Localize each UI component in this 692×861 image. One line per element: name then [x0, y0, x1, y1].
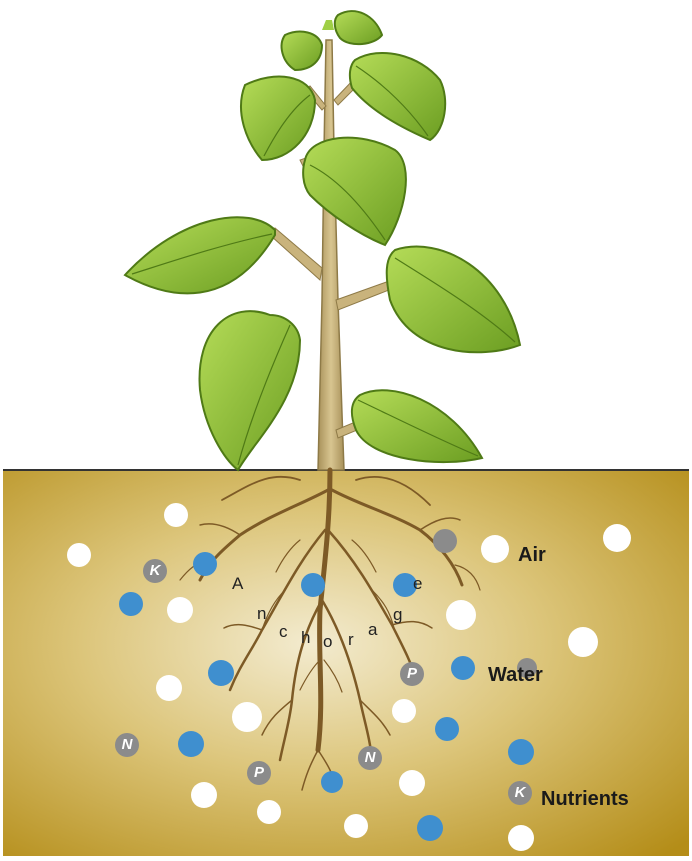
air-particle	[344, 814, 368, 838]
air-particle	[508, 825, 534, 851]
nutrient-ion-n: N	[115, 733, 139, 757]
nutrient-ion-k: K	[508, 781, 532, 805]
air-particle	[603, 524, 631, 552]
nutrient-ion-p: P	[247, 761, 271, 785]
nutrient-ion-k: K	[143, 559, 167, 583]
anchorage-letter: e	[413, 574, 422, 594]
leaf	[125, 217, 275, 293]
anchorage-letter: r	[348, 630, 354, 650]
anchorage-letter: o	[323, 632, 332, 652]
anchorage-letter: g	[393, 605, 402, 625]
nutrient-ion-p: P	[400, 662, 424, 686]
air-particle	[156, 675, 182, 701]
air-particle	[67, 543, 91, 567]
anchorage-letter: h	[301, 628, 310, 648]
water-particle	[435, 717, 459, 741]
leaf	[352, 390, 482, 462]
nutrients-label: Nutrients	[541, 788, 629, 811]
anchorage-letter: a	[368, 620, 377, 640]
water-particle	[301, 573, 325, 597]
nutrient-particle	[433, 529, 457, 553]
nutrient-ion-n: N	[358, 746, 382, 770]
leaf	[241, 77, 315, 160]
air-particle	[232, 702, 262, 732]
leaf	[350, 53, 445, 140]
leaf	[303, 138, 406, 245]
water-particle	[508, 739, 534, 765]
air-particle	[392, 699, 416, 723]
water-particle	[178, 731, 204, 757]
air-particle	[167, 597, 193, 623]
water-particle	[321, 771, 343, 793]
air-particle	[164, 503, 188, 527]
air-particle	[399, 770, 425, 796]
leaf	[200, 311, 300, 470]
anchorage-letter: n	[257, 604, 266, 624]
air-label: Air	[518, 544, 546, 567]
water-particle	[208, 660, 234, 686]
leaf	[387, 247, 520, 353]
water-particle	[119, 592, 143, 616]
air-particle	[257, 800, 281, 824]
anchorage-letter: A	[232, 574, 243, 594]
leaf	[282, 32, 322, 70]
anchorage-letter: c	[279, 622, 288, 642]
air-particle	[481, 535, 509, 563]
water-label: Water	[488, 664, 543, 687]
air-particle	[568, 627, 598, 657]
air-particle	[191, 782, 217, 808]
air-particle	[446, 600, 476, 630]
water-particle	[193, 552, 217, 576]
water-particle	[451, 656, 475, 680]
leaf	[335, 11, 382, 44]
water-particle	[417, 815, 443, 841]
